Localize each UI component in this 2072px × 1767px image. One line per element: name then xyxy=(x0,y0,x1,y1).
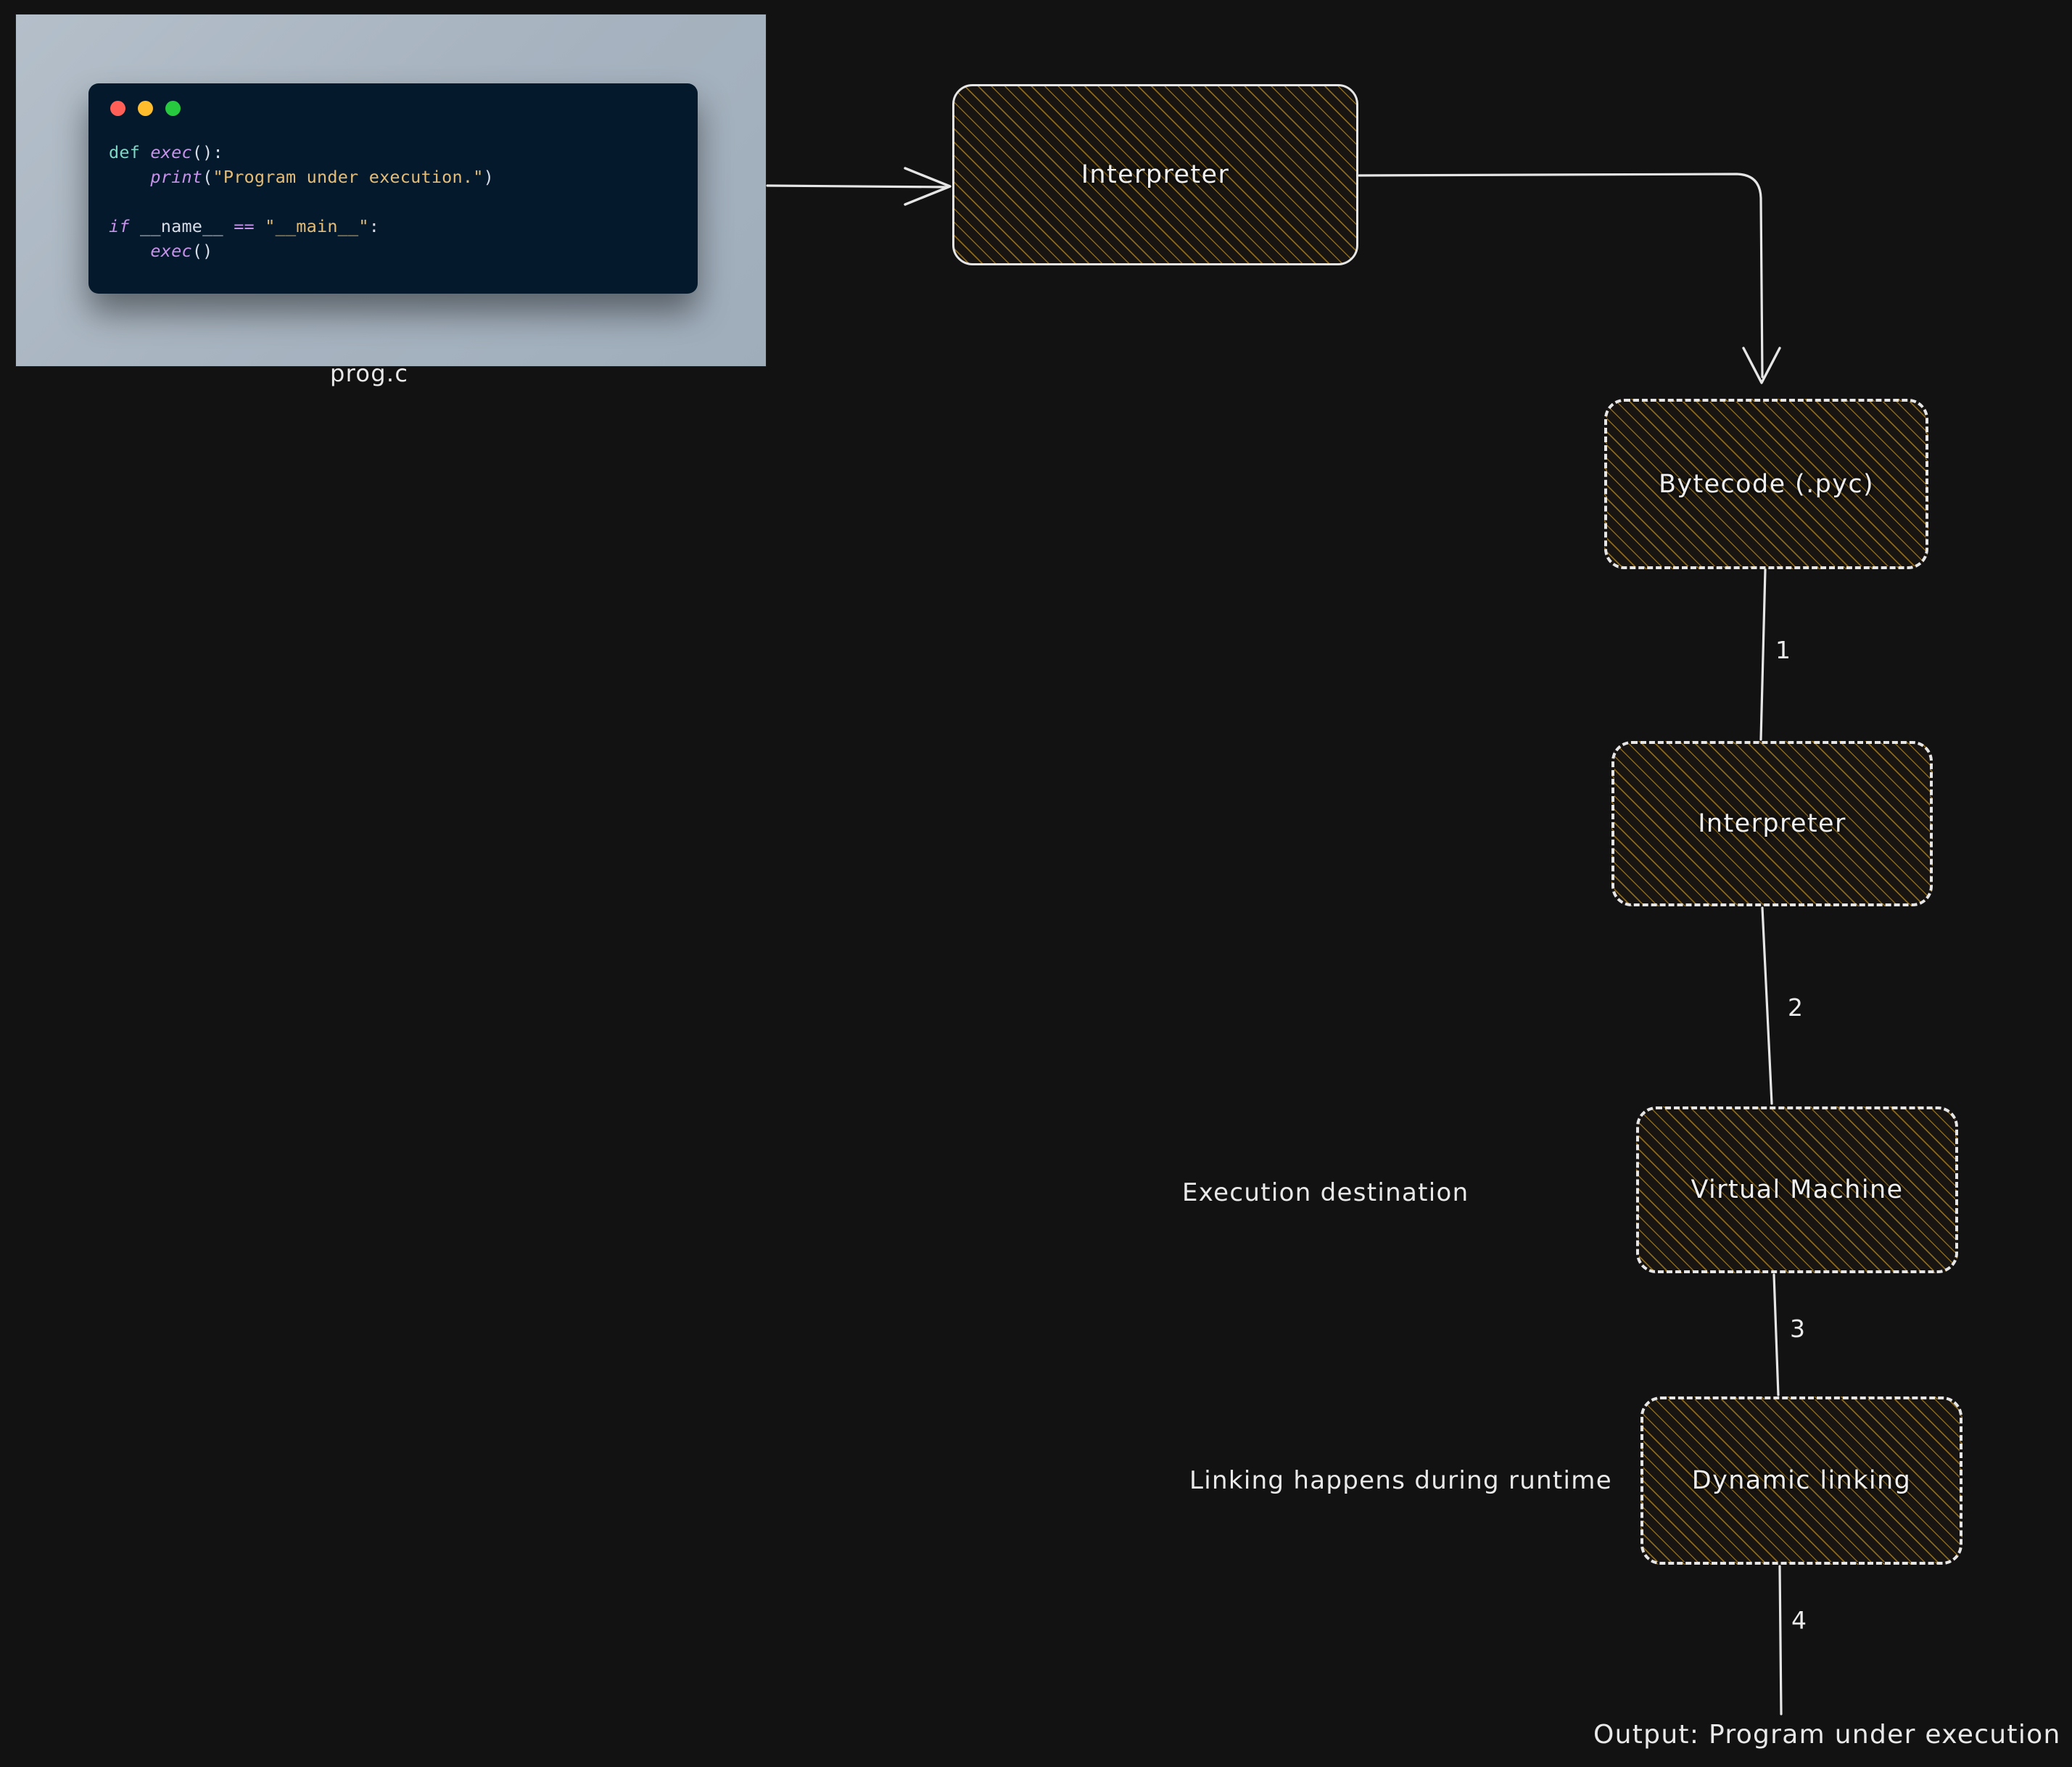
code-line xyxy=(109,189,494,214)
code-line: exec() xyxy=(109,239,494,263)
code-line: if __name__ == "__main__": xyxy=(109,214,494,239)
maximize-dot[interactable] xyxy=(165,101,181,116)
node-dynamic-linking[interactable]: Dynamic linking xyxy=(1640,1396,1962,1565)
edge-interpreter-to-bytecode xyxy=(1358,173,1764,378)
code-token: "Program under execution." xyxy=(212,167,484,187)
node-bytecode[interactable]: Bytecode (.pyc) xyxy=(1604,399,1928,569)
arrowhead-interpreter xyxy=(904,167,952,206)
code-screenshot-panel: def exec(): print("Program under executi… xyxy=(16,15,766,366)
node-label: Virtual Machine xyxy=(1691,1175,1904,1204)
edge-label-1: 1 xyxy=(1775,636,1791,664)
edge-progc-to-interpreter xyxy=(766,184,949,189)
output-text: Output: Program under execution xyxy=(1593,1720,2061,1750)
code-token: if xyxy=(109,216,130,236)
close-dot[interactable] xyxy=(110,101,125,116)
annotation-execution-destination: Execution destination xyxy=(1182,1178,1469,1207)
edge-label-4: 4 xyxy=(1791,1606,1807,1634)
node-interpreter-second[interactable]: Interpreter xyxy=(1611,741,1933,906)
node-label: Interpreter xyxy=(1081,160,1230,189)
code-token: def xyxy=(109,142,151,162)
code-line: print("Program under execution.") xyxy=(109,165,494,189)
code-token: exec xyxy=(150,241,192,261)
node-label: Interpreter xyxy=(1698,809,1846,838)
node-label: Bytecode (.pyc) xyxy=(1658,469,1875,499)
edge-vm-to-dynlink xyxy=(1772,1273,1780,1396)
minimize-dot[interactable] xyxy=(138,101,153,116)
code-token: exec xyxy=(150,142,192,162)
code-token: ( xyxy=(202,167,213,187)
node-interpreter-top[interactable]: Interpreter xyxy=(952,84,1358,265)
edge-dynlink-to-output xyxy=(1778,1565,1783,1716)
code-token: print xyxy=(150,167,203,187)
window-traffic-lights xyxy=(110,101,181,116)
edge-label-3: 3 xyxy=(1790,1315,1805,1343)
annotation-linking-runtime: Linking happens during runtime xyxy=(1189,1466,1612,1495)
edge-bytecode-to-interpreter2 xyxy=(1759,568,1767,741)
node-virtual-machine[interactable]: Virtual Machine xyxy=(1636,1106,1958,1273)
code-token: == xyxy=(234,216,255,236)
edge-label-2: 2 xyxy=(1788,993,1803,1022)
code-token: (): xyxy=(191,142,223,162)
code-token xyxy=(255,216,265,236)
code-token: ) xyxy=(483,167,494,187)
code-line: def exec(): xyxy=(109,140,494,165)
code-token xyxy=(109,167,150,187)
arrowhead-bytecode xyxy=(1742,347,1781,384)
prog-c-file-label: prog.c xyxy=(330,360,409,387)
edge-interpreter2-to-vm xyxy=(1761,906,1773,1105)
node-label: Dynamic linking xyxy=(1691,1466,1912,1495)
code-block: def exec(): print("Program under executi… xyxy=(109,140,494,263)
code-token: __name__ xyxy=(129,216,234,236)
code-token: "__main__" xyxy=(265,216,369,236)
code-token: : xyxy=(368,216,380,236)
code-token: () xyxy=(191,241,213,261)
code-window: def exec(): print("Program under executi… xyxy=(88,83,698,294)
code-token xyxy=(109,241,150,261)
